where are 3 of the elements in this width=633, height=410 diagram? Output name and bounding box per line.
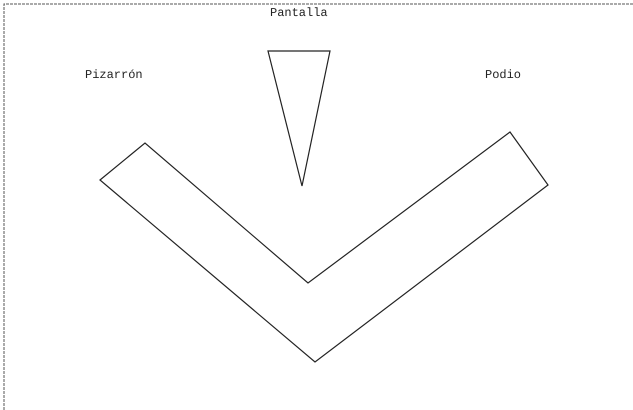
screen-label: Pantalla xyxy=(270,6,328,20)
room-label: Pizarrón xyxy=(85,68,143,82)
room-label: Podio xyxy=(485,68,522,82)
